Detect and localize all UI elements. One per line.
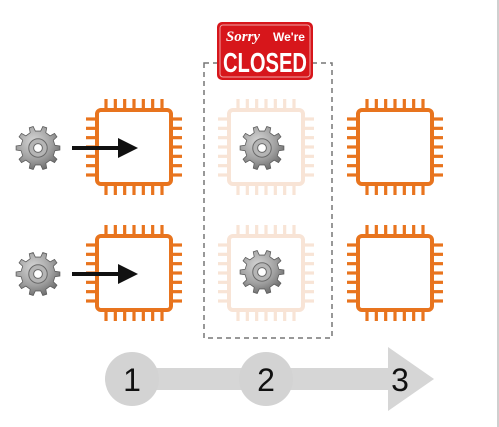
- step-circle-1: [105, 352, 159, 406]
- chip-icon: [347, 99, 443, 195]
- sign-sorry-text: Sorry: [226, 29, 261, 45]
- closed-sign: Sorry We're CLOSED: [217, 22, 313, 80]
- step-label-1: 1: [123, 362, 141, 398]
- step-progress-arrow: 1 2 3: [105, 347, 434, 411]
- sign-closed-text: CLOSED: [223, 47, 307, 78]
- sign-were-text: We're: [273, 30, 305, 44]
- progress-arrow-head: [388, 347, 434, 411]
- gear-icon: [239, 126, 285, 170]
- gear-icon: [15, 252, 61, 296]
- gear-icon: [15, 126, 61, 170]
- chip-icon: [347, 225, 443, 321]
- gear-group: [15, 126, 285, 296]
- step-label-3: 3: [391, 362, 409, 398]
- step-circle-2: [239, 352, 293, 406]
- gear-icon: [239, 250, 285, 294]
- step-label-2: 2: [257, 362, 275, 398]
- closed-sign-background: [217, 22, 313, 80]
